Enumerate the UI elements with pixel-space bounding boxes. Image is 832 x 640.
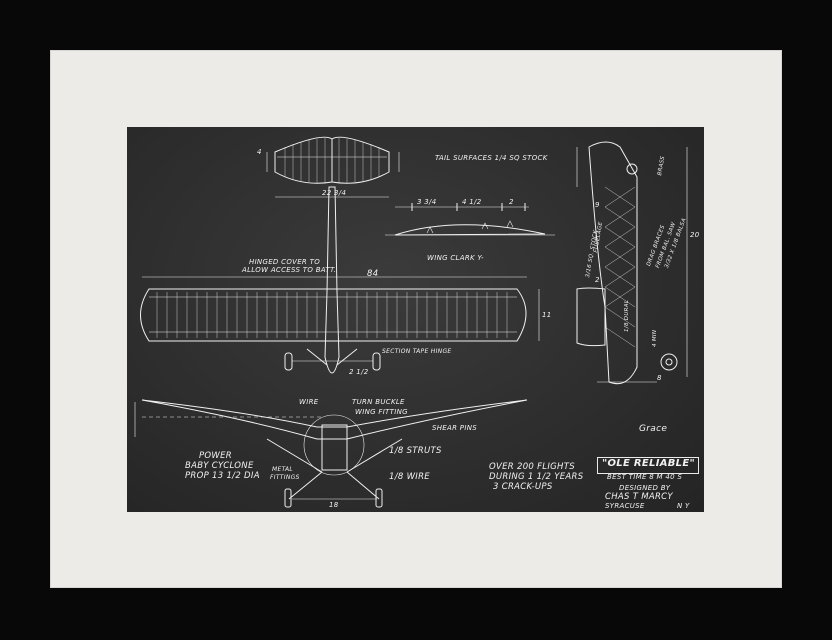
tail-surfaces-label: TAIL SURFACES 1/4 SQ STOCK	[435, 154, 548, 162]
wire-size-label: 1/8 WIRE	[389, 472, 430, 482]
state-label: N Y	[677, 502, 690, 510]
tail-span-dimension: 22 3/4	[322, 189, 347, 197]
signature: Grace	[639, 424, 668, 434]
side-height-dimension: 20	[690, 231, 700, 239]
span-dimension: 84	[367, 269, 379, 279]
airfoil-section	[385, 203, 555, 236]
allow-access-label: ALLOW ACCESS TO BATT.	[242, 266, 337, 274]
dural-label: 1/8 DURAL	[624, 299, 630, 332]
min-label: 4 MIN	[652, 329, 658, 347]
fuselage-plan-view	[324, 186, 340, 374]
fittings-label: FITTINGS	[270, 474, 300, 481]
side-view-fuselage	[576, 141, 688, 385]
gear-dimension: 2 1/2	[349, 368, 369, 376]
tail-height-dimension: 4	[257, 148, 262, 156]
wing-clark-label: WING CLARK Y-	[427, 254, 484, 262]
hinged-cover-label: HINGED COVER TO	[249, 258, 321, 266]
wing-fitting-label: WING FITTING	[355, 408, 408, 416]
side-9-dimension: 9	[595, 201, 600, 209]
flights-line2: DURING 1 1/2 YEARS	[489, 472, 584, 482]
side-2-dimension: 2	[595, 276, 600, 284]
power-label: POWER	[199, 451, 232, 461]
landing-gear-plan-view	[284, 348, 381, 371]
wing-plan-view	[140, 276, 540, 342]
dim-d3: 2	[509, 198, 514, 206]
city-label: SYRACUSE	[605, 502, 645, 510]
wire-label: WIRE	[299, 398, 319, 406]
title-box	[597, 457, 699, 474]
designer-name: CHAS T MARCY	[605, 492, 673, 502]
blueprint-print: TAIL SURFACES 1/4 SQ STOCK HINGED COVER …	[127, 127, 704, 512]
struts-label: 1/8 STRUTS	[389, 446, 442, 456]
designed-by-label: DESIGNED BY	[619, 484, 671, 492]
side-8-dimension: 8	[657, 374, 662, 382]
shear-pins-label: SHEAR PINS	[432, 424, 477, 432]
dim-d2: 4 1/2	[462, 198, 482, 206]
prop-label: PROP 13 1/2 DIA	[185, 471, 260, 481]
airplane-blueprint-drawing	[134, 136, 688, 508]
section-tape-hinge-label: SECTION TAPE HINGE	[382, 348, 452, 355]
chord-dimension: 11	[542, 311, 552, 319]
dim-d1: 3 3/4	[417, 198, 437, 206]
tail-plan-view	[266, 136, 400, 198]
flights-line3: 3 CRACK-UPS	[493, 482, 553, 492]
metal-label: METAL	[272, 466, 294, 473]
turn-buckle-label: TURN BUCKLE	[352, 398, 405, 406]
engine-label: BABY CYCLONE	[185, 461, 254, 471]
gear-track-dimension: 18	[329, 501, 339, 509]
best-time-label: BEST TIME 8 M 40 S	[607, 473, 683, 481]
flights-line1: OVER 200 FLIGHTS	[489, 462, 575, 472]
front-view	[134, 399, 528, 508]
model-title: "OLE RELIABLE"	[602, 458, 695, 469]
